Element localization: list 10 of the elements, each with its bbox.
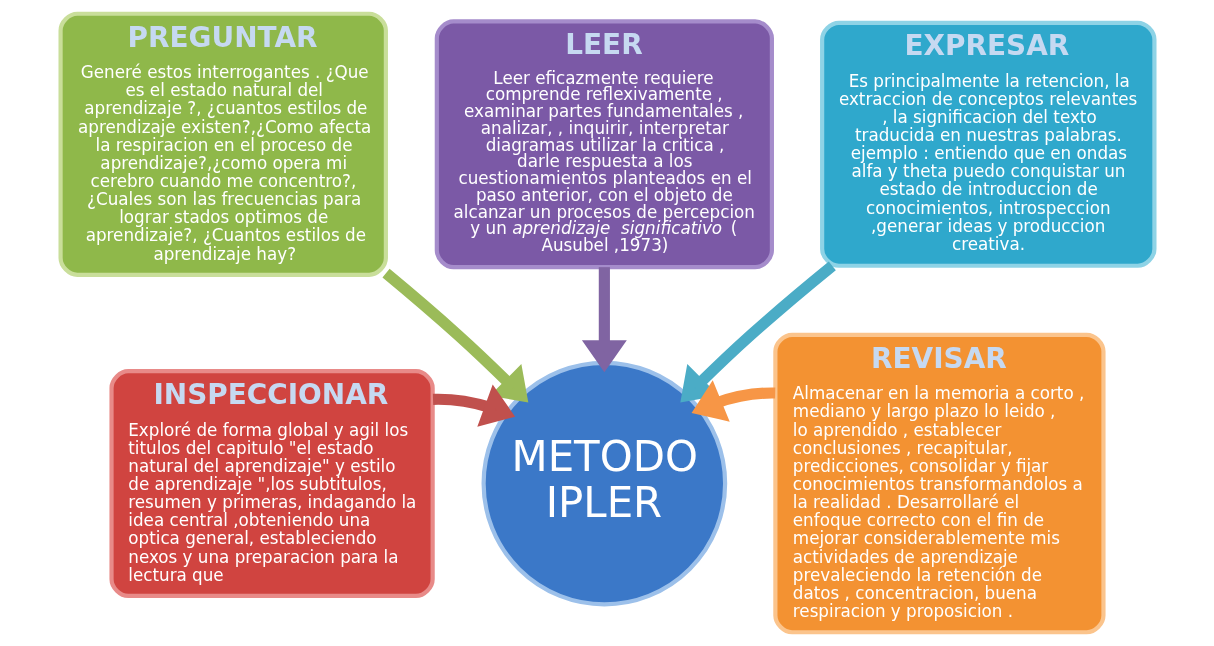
node-box: REVISAR Almacenar en la memoria a corto , mediano y largo plazo lo leido , lo aprendido , establecer conclusiones , recapitular, predicciones, consolidar y fijar conocimientos transformandolos a la realidad . Desarrollaré el enfoque correcto con el fin de mejorar considerablemente mis actividades de aprendizaje prevaleciendo la retención de datos , concentracion, buena respiracion y proposicion . <box>772 332 1106 635</box>
arrow <box>691 380 775 422</box>
arrow <box>432 384 515 427</box>
node-box: EXPRESAR Es principalmente la retencion, la extraccion de conceptos relevantes , la significacion del texto traducida en nuestras palabras. ejemplo : entiendo que en ondas alfa y theta puedo conquistar un estado de introduccion de conocimientos, introspeccion ,generar ideas y produccion creativa. <box>819 20 1156 268</box>
node-box: INSPECCIONAR Exploré de forma global y agil los titulos del capitulo "el estado natural del aprendizaje" y estilo de aprendizaje ",los subtitulos, resumen y primeras, indagando la idea central ,obteniendo una optica general, estableciendo nexos y una preparacion para la lectura que <box>108 369 435 599</box>
arrow <box>381 268 528 403</box>
arrow <box>679 261 836 403</box>
arrow <box>581 267 627 373</box>
node-box: PREGUNTAR Generé estos interrogantes . ¿Que es el estado natural del aprendizaje ?, ¿cuantos estilos de aprendizaje existen?,¿Como afecta la respiracion en el proceso de aprendizaje?,¿como opera mi cerebro cuando me concentro?, ¿Cuales son las frecuencias para lograr stados optimos de aprendizaje?, ¿Cuantos estilos de aprendizaje hay? <box>58 11 388 277</box>
node-box: LEER Leer eficazmente requiere comprende reflexivamente , examinar partes fundamentales , analizar, , inquirir, interpretar diagramas utilizar la critica , darle respuesta a los cuestionamientos planteados en el paso anterior, con el objeto de alcanzar un procesos de percepcion y un aprendizaje significativo ( Ausubel ,1973) <box>434 19 774 270</box>
